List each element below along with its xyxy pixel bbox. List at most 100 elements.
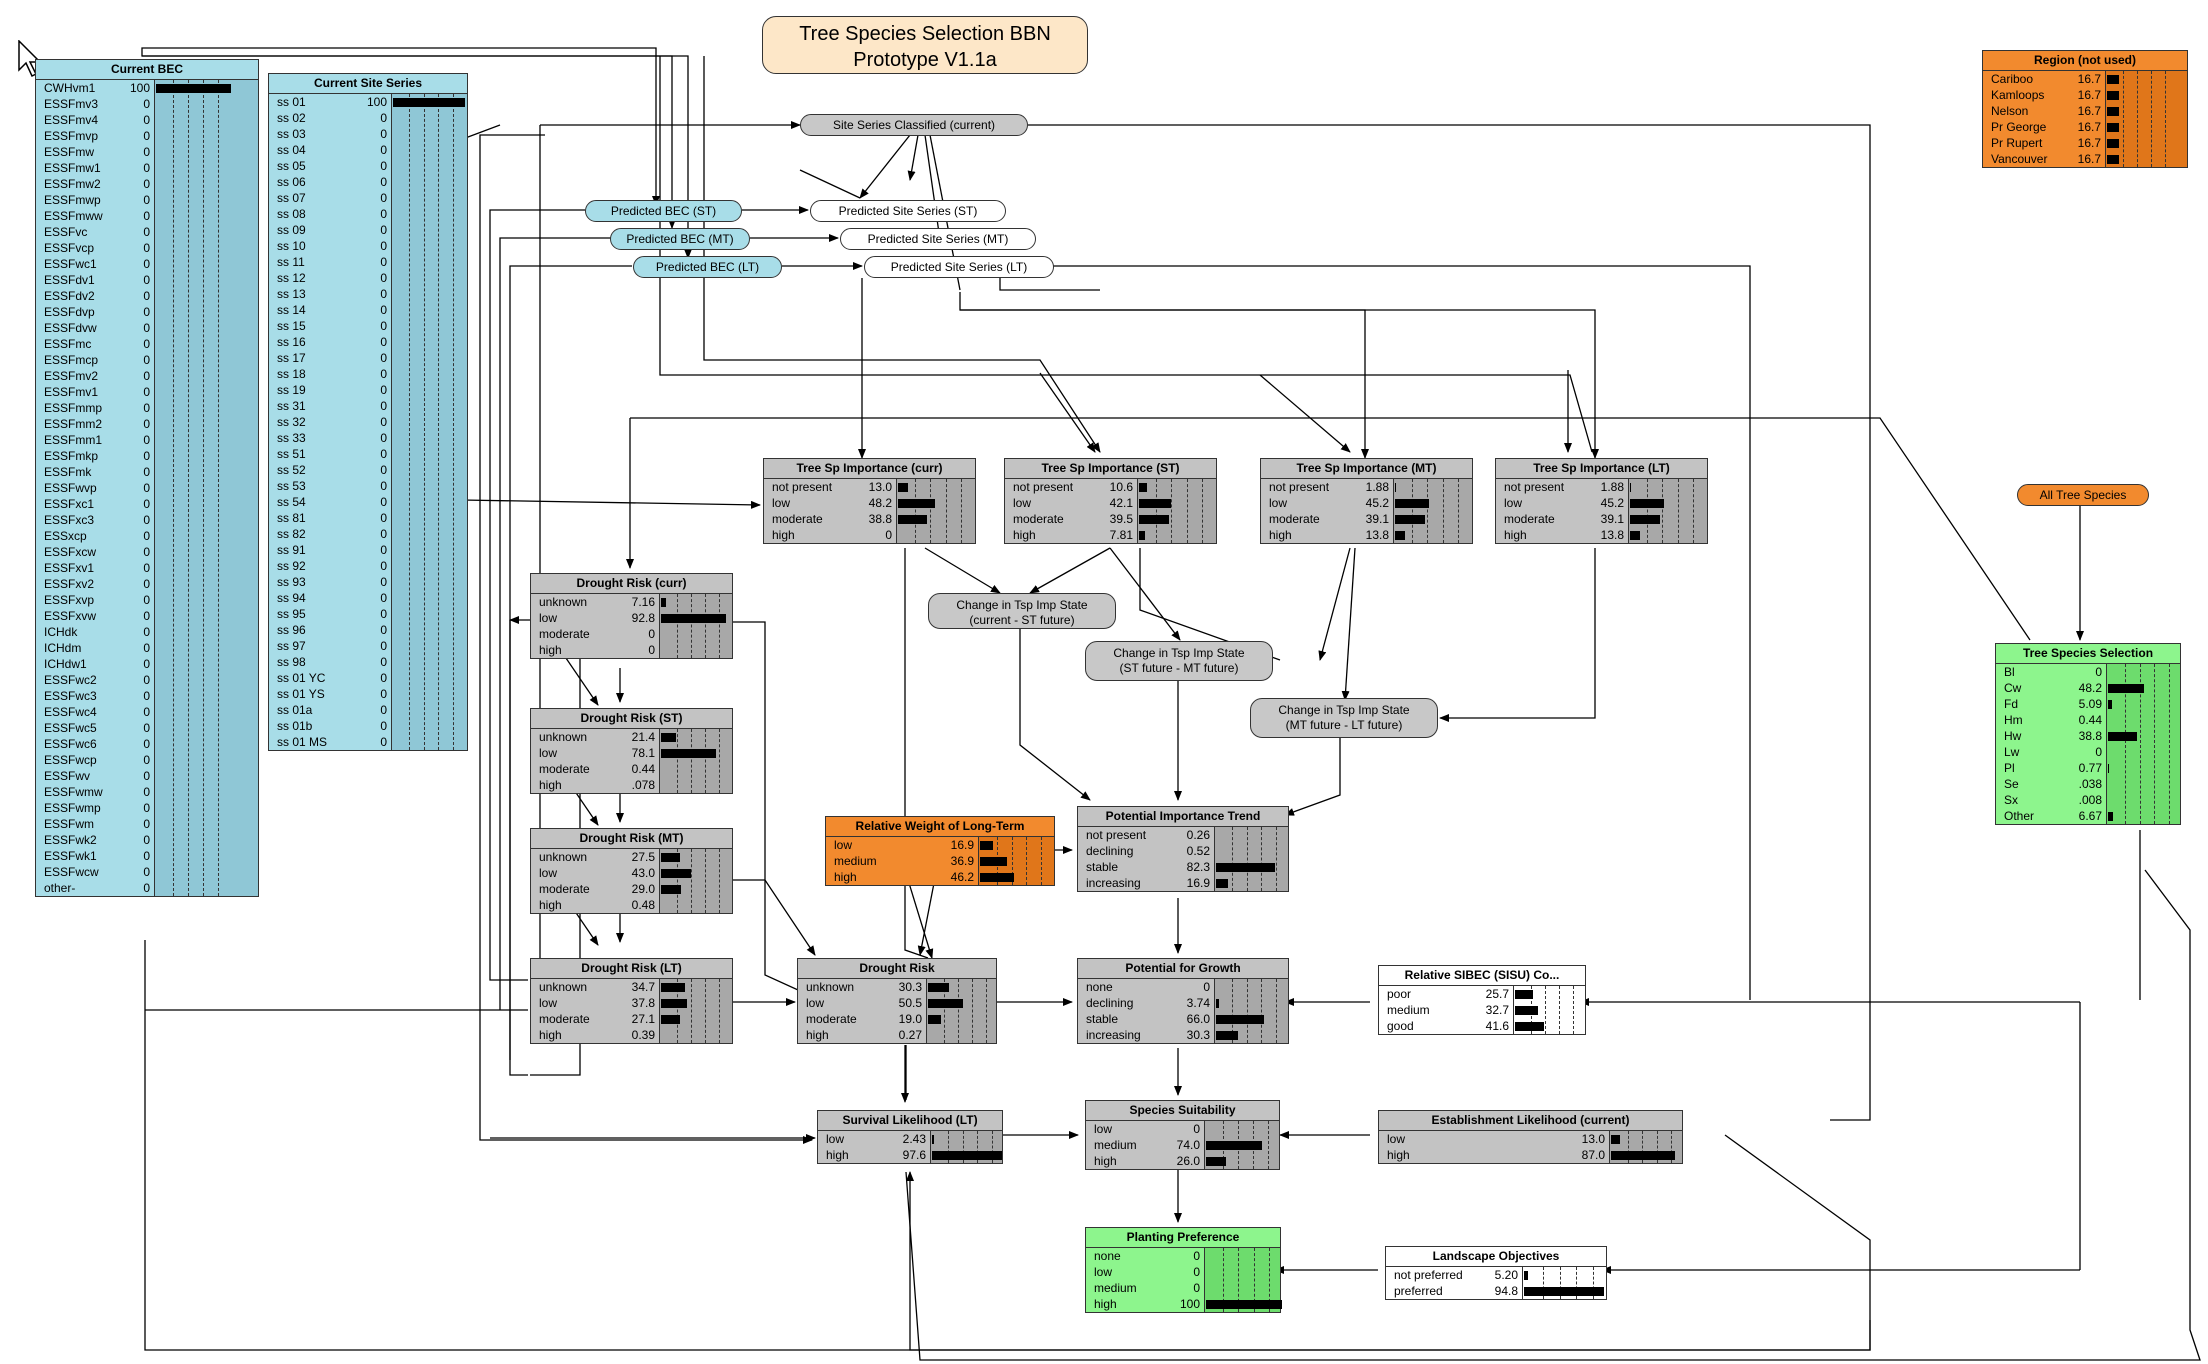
node-change-st-mt[interactable]: Change in Tsp Imp State (ST future - MT … xyxy=(1085,641,1273,681)
state-row[interactable]: other-0 xyxy=(36,880,258,896)
oval-predicted-bec-mt[interactable]: Predicted BEC (MT) xyxy=(610,228,750,250)
node-change-current-st[interactable]: Change in Tsp Imp State (current - ST fu… xyxy=(928,593,1116,629)
oval-site-series-classified[interactable]: Site Series Classified (current) xyxy=(800,114,1028,136)
state-row[interactable]: Sx.008 xyxy=(1996,792,2180,808)
oval-predicted-site-series-st[interactable]: Predicted Site Series (ST) xyxy=(810,200,1006,222)
oval-predicted-bec-st[interactable]: Predicted BEC (ST) xyxy=(585,200,742,222)
oval-predicted-site-series-lt[interactable]: Predicted Site Series (LT) xyxy=(864,256,1054,278)
node-change-mt-lt[interactable]: Change in Tsp Imp State (MT future - LT … xyxy=(1250,698,1438,738)
